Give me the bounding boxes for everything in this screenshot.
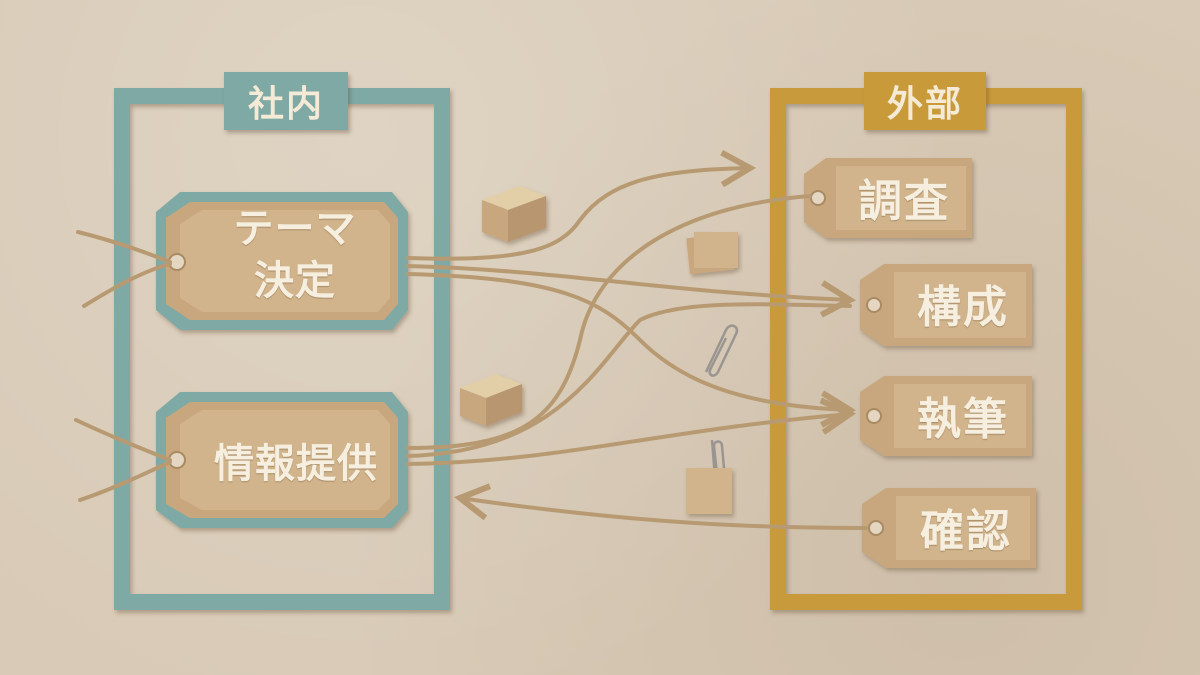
flow-connectors: [406, 149, 868, 530]
tag-structure-label: 構成: [917, 282, 1009, 333]
tag-structure: [860, 264, 1032, 346]
flow-theme-to-structure: [406, 264, 857, 318]
cardboard-box-icon: [460, 374, 522, 426]
tag-theme-decision: [156, 192, 408, 330]
tag-research: [804, 158, 972, 238]
paper-stack-icon: [686, 232, 738, 275]
flow-info-to-writing: [406, 397, 857, 466]
tag-writing-label: 執筆: [917, 394, 1009, 445]
tag-research-label: 調査: [858, 176, 950, 227]
external-group-label: 外部: [864, 72, 986, 130]
cardboard-box-icon: [482, 186, 546, 242]
sticky-note-icon: [686, 468, 732, 514]
tag-theme-line1: テーマ: [233, 206, 357, 252]
tag-writing: [860, 376, 1032, 456]
flow-info-to-structure: [406, 302, 852, 458]
paperclip-icon: [704, 324, 739, 377]
tag-check-label: 確認: [920, 506, 1012, 557]
twine-tails: [74, 230, 172, 502]
tag-information-provision-label: 情報提供: [214, 441, 378, 487]
flow-theme-to-research: [406, 149, 757, 261]
internal-group-label: 社内: [224, 72, 348, 130]
flow-info-to-research: [406, 194, 812, 450]
tag-theme-decision-label: テーマ 決定: [200, 200, 390, 310]
tag-check: [862, 488, 1036, 568]
tag-information-provision: [156, 392, 408, 528]
flow-check-to-info: [454, 483, 868, 530]
tag-theme-line2: 決定: [254, 258, 336, 304]
flow-theme-to-writing: [406, 272, 857, 428]
